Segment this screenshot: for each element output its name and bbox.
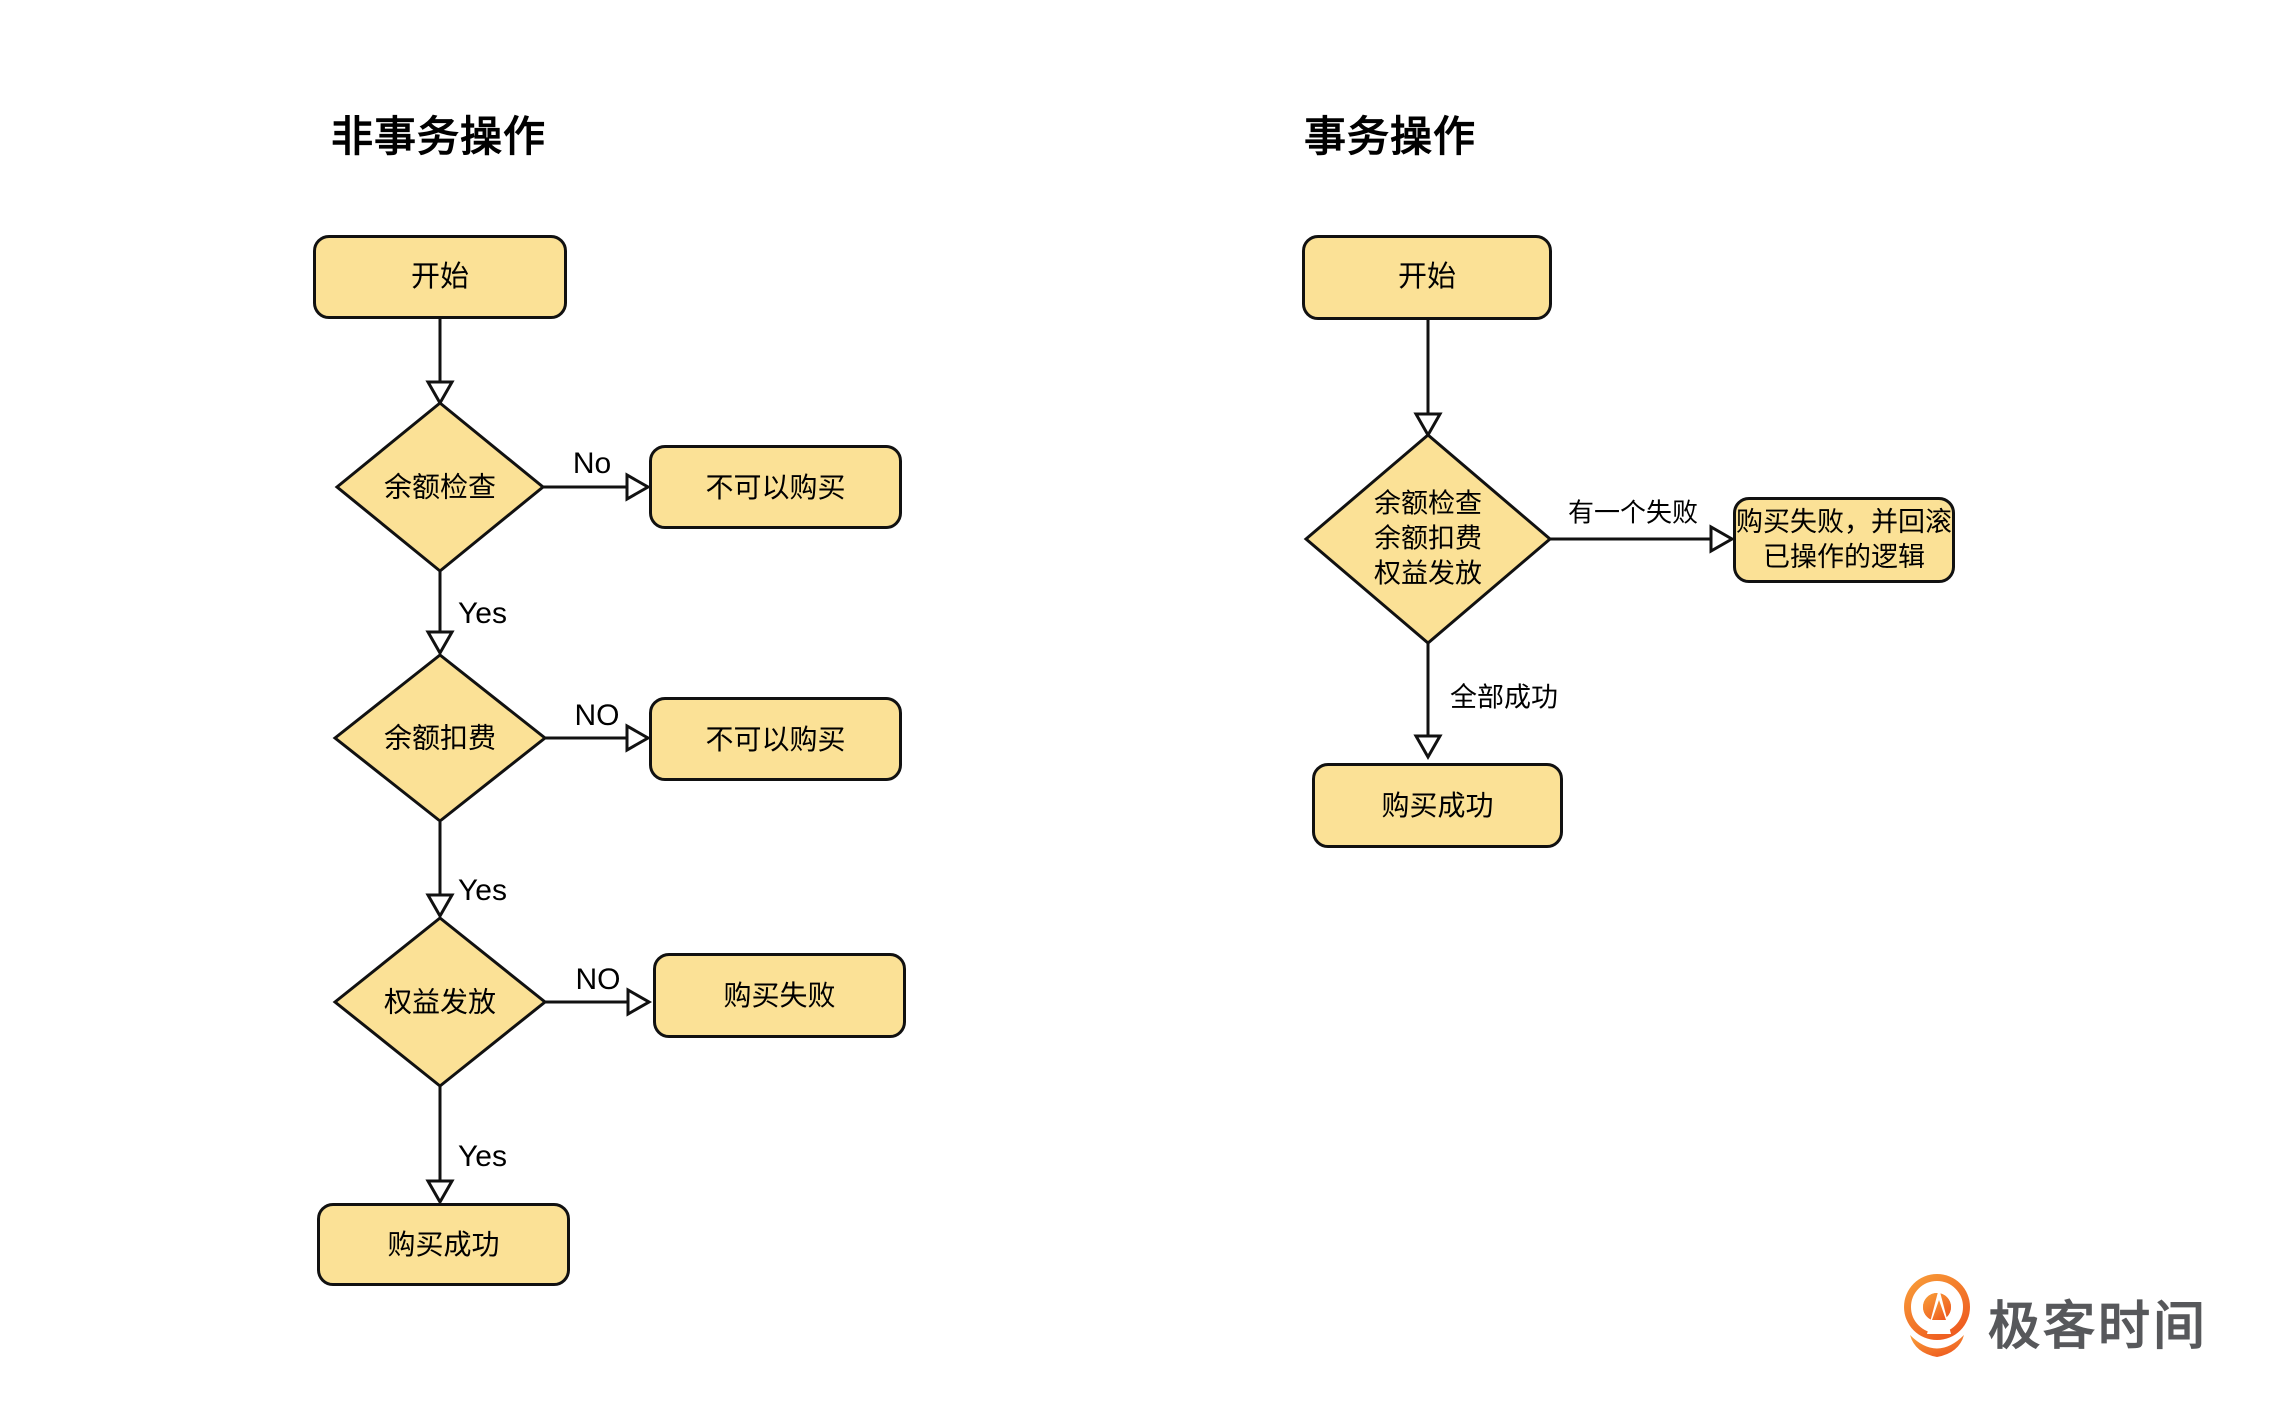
decision-diamond-balance-deduct xyxy=(332,653,548,823)
decision-label-transaction-line3: 权益发放 xyxy=(1374,558,1482,589)
arrowhead-right-icon xyxy=(626,987,653,1017)
edge-label-no-3: NO xyxy=(575,963,621,996)
result-node-purchase-fail-left: 购买失败 xyxy=(653,953,906,1038)
decision-label-balance-deduct: 余额扣费 xyxy=(383,722,497,754)
result-node-cannot-buy-2: 不可以购买 xyxy=(649,697,902,781)
edge-label-one-failed: 有一个失败 xyxy=(1567,497,1699,528)
result-node-purchase-success-left: 购买成功 xyxy=(317,1203,570,1286)
geektime-logo: 极客时间 xyxy=(1903,1274,2205,1362)
arrowhead-down-icon xyxy=(425,1179,455,1206)
decision-label-transaction-line2: 余额扣费 xyxy=(1374,523,1482,554)
edge-label-no-2: NO xyxy=(574,699,620,732)
arrowhead-down-icon xyxy=(1413,734,1443,761)
arrowhead-right-icon xyxy=(1709,524,1736,554)
decision-label-balance-check: 余额检查 xyxy=(383,471,497,503)
result-node-fail-rollback-line1: 购买失败，并回滚 xyxy=(1736,507,1952,537)
start-node-left: 开始 xyxy=(313,235,567,319)
arrowhead-down-icon xyxy=(425,893,455,920)
edge-label-yes-3: Yes xyxy=(458,1140,507,1173)
geektime-logo-text: 极客时间 xyxy=(1988,1298,2209,1356)
start-node-right: 开始 xyxy=(1302,235,1552,320)
edge-label-no-1: No xyxy=(572,447,612,480)
arrowhead-down-icon xyxy=(1413,412,1443,439)
decision-label-transaction-line1: 余额检查 xyxy=(1374,488,1482,519)
geektime-pin-icon xyxy=(1904,1274,1970,1357)
decision-diamond-benefit-grant xyxy=(332,916,548,1088)
arrowhead-down-icon xyxy=(425,380,455,407)
decision-diamond-transaction xyxy=(1303,433,1553,645)
decision-diamond-balance-check xyxy=(334,401,546,573)
decision-label-benefit-grant: 权益发放 xyxy=(383,986,497,1018)
result-node-fail-rollback-line2: 已操作的逻辑 xyxy=(1763,542,1925,572)
left-flow-title: 非事务操作 xyxy=(331,113,547,160)
result-node-fail-rollback: 购买失败，并回滚 已操作的逻辑 xyxy=(1733,497,1955,583)
decision-label-transaction: 余额检查 余额扣费 权益发放 xyxy=(1374,487,1482,592)
arrowhead-down-icon xyxy=(425,630,455,657)
arrowhead-right-icon xyxy=(625,723,652,753)
edge-label-all-success: 全部成功 xyxy=(1450,682,1558,713)
right-flow-title: 事务操作 xyxy=(1304,113,1477,160)
edge-label-yes-2: Yes xyxy=(458,874,507,907)
result-node-purchase-success-right: 购买成功 xyxy=(1312,763,1563,848)
arrowhead-right-icon xyxy=(625,472,652,502)
edge-label-yes-1: Yes xyxy=(458,597,507,630)
result-node-cannot-buy-1: 不可以购买 xyxy=(649,445,902,529)
